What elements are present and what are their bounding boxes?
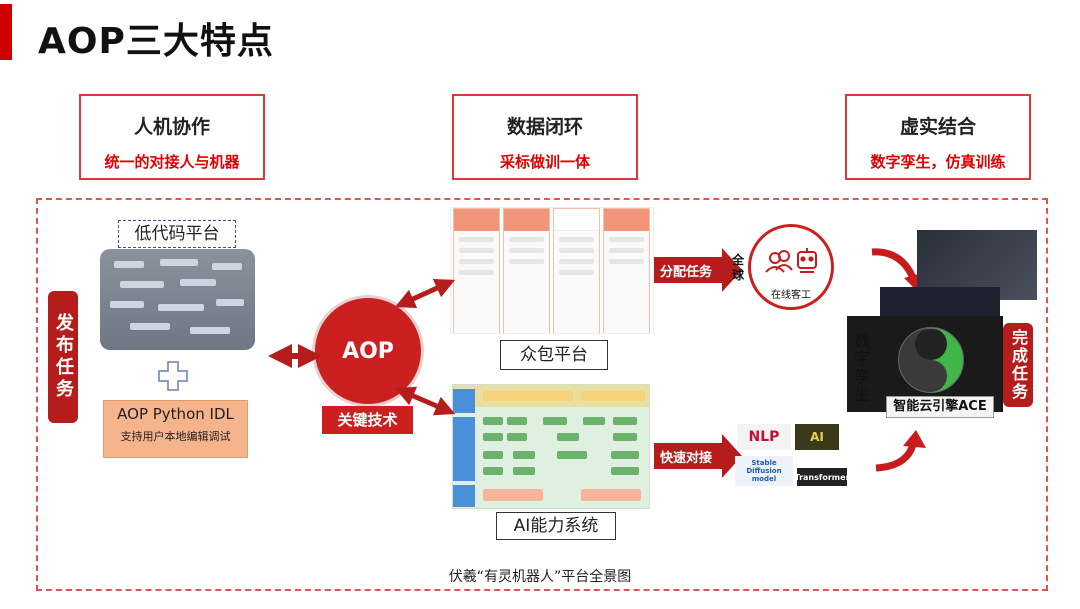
ai-block bbox=[513, 467, 535, 475]
online-worker-label: 在线客工 bbox=[771, 290, 811, 301]
ai-badge-logo: AI bbox=[795, 424, 839, 450]
robot-icon bbox=[797, 248, 817, 273]
lowcode-node bbox=[216, 299, 244, 306]
lowcode-node bbox=[110, 301, 144, 308]
double-arrow-aop-crowd bbox=[394, 279, 456, 308]
ai-block bbox=[583, 417, 605, 425]
ai-system-diagram bbox=[452, 384, 650, 509]
idl-title: AOP Python IDL bbox=[117, 405, 234, 423]
ai-block bbox=[557, 451, 587, 459]
ai-block bbox=[483, 391, 573, 401]
phone-screen bbox=[603, 208, 650, 333]
digital-twin-text: 数字孪生 bbox=[853, 331, 870, 404]
phone-screen bbox=[453, 208, 500, 333]
idl-subtitle: 支持用户本地编辑调试 bbox=[120, 430, 231, 443]
lowcode-node bbox=[120, 281, 164, 288]
feature-title: 人机协作 bbox=[133, 116, 210, 138]
lowcode-node bbox=[212, 263, 242, 270]
online-worker-circle bbox=[748, 224, 834, 310]
phone-screen bbox=[503, 208, 550, 333]
people-icon bbox=[765, 250, 793, 273]
nlp-logo: NLP bbox=[737, 424, 791, 450]
feature-subtitle: 采标做训一体 bbox=[499, 153, 590, 171]
ace-engine-label: 智能云引擎ACE bbox=[886, 396, 994, 418]
lowcode-platform-label: 低代码平台 bbox=[118, 220, 236, 248]
curve-arrow-bottom-head bbox=[903, 430, 926, 448]
ai-block bbox=[483, 417, 503, 425]
crowd-platform-screenshot bbox=[450, 207, 654, 334]
ai-block bbox=[581, 489, 641, 501]
ai-block bbox=[611, 451, 639, 459]
ai-block bbox=[483, 451, 503, 459]
feature-box-human-machine: 人机协作 统一的对接人与机器 bbox=[79, 94, 265, 180]
ai-block bbox=[483, 433, 503, 441]
ai-block bbox=[557, 433, 579, 441]
ai-block bbox=[581, 391, 645, 401]
ai-block bbox=[613, 417, 637, 425]
aop-core-circle: AOP bbox=[315, 298, 421, 404]
ai-block bbox=[611, 467, 639, 475]
ai-block bbox=[507, 433, 527, 441]
ai-layer bbox=[453, 389, 475, 413]
assign-arrow-shape bbox=[654, 248, 742, 292]
lowcode-node bbox=[160, 259, 198, 266]
ai-layer bbox=[453, 485, 475, 507]
fast-connect-label: 快速对接 bbox=[660, 450, 713, 466]
ai-model-logos: NLP AI Stable Diffusion model Transforme… bbox=[735, 424, 850, 490]
ai-block bbox=[483, 489, 543, 501]
page-title: AOP三大特点 bbox=[38, 21, 274, 62]
ai-block bbox=[483, 467, 503, 475]
double-arrow-aop-ai bbox=[394, 386, 456, 416]
complete-task-tag: 完成任务 bbox=[1003, 323, 1033, 407]
feature-box-data-loop: 数据闭环 采标做训一体 bbox=[452, 94, 638, 180]
feature-title: 数据闭环 bbox=[506, 116, 583, 138]
phone-screen bbox=[553, 208, 600, 333]
ai-block bbox=[543, 417, 567, 425]
simulation-data-screenshot bbox=[880, 287, 1000, 317]
feature-box-virtual-real: 虚实结合 数字孪生，仿真训练 bbox=[845, 94, 1031, 180]
ai-system-label: AI能力系统 bbox=[496, 512, 616, 540]
diagram-caption: 伏羲“有灵机器人”平台全景图 bbox=[448, 569, 632, 585]
feature-subtitle: 数字孪生，仿真训练 bbox=[870, 153, 1006, 171]
platform-frame bbox=[36, 198, 1048, 591]
lowcode-node bbox=[190, 327, 230, 334]
publish-task-tag: 发布任务 bbox=[48, 291, 78, 423]
ai-block bbox=[513, 451, 535, 459]
lowcode-screenshot bbox=[100, 249, 255, 350]
stable-diffusion-logo: Stable Diffusion model bbox=[735, 456, 793, 486]
ai-layer bbox=[453, 417, 475, 481]
lowcode-node bbox=[130, 323, 170, 330]
python-idl-box: AOP Python IDL 支持用户本地编辑调试 bbox=[103, 400, 248, 458]
assign-task-label: 分配任务 bbox=[660, 264, 713, 280]
title-accent-bar bbox=[0, 4, 12, 60]
ai-block bbox=[507, 417, 527, 425]
feature-title: 虚实结合 bbox=[899, 116, 976, 138]
transformer-logo: Transformer bbox=[795, 468, 850, 486]
global-text: 全球 bbox=[731, 253, 744, 282]
lowcode-node bbox=[114, 261, 144, 268]
plus-icon bbox=[158, 361, 188, 391]
feature-subtitle: 统一的对接人与机器 bbox=[104, 153, 240, 171]
ai-block bbox=[613, 433, 637, 441]
lowcode-node bbox=[158, 304, 204, 311]
lowcode-node bbox=[180, 279, 216, 286]
fast-arrow-shape bbox=[654, 434, 742, 478]
crowd-platform-label: 众包平台 bbox=[500, 340, 608, 370]
